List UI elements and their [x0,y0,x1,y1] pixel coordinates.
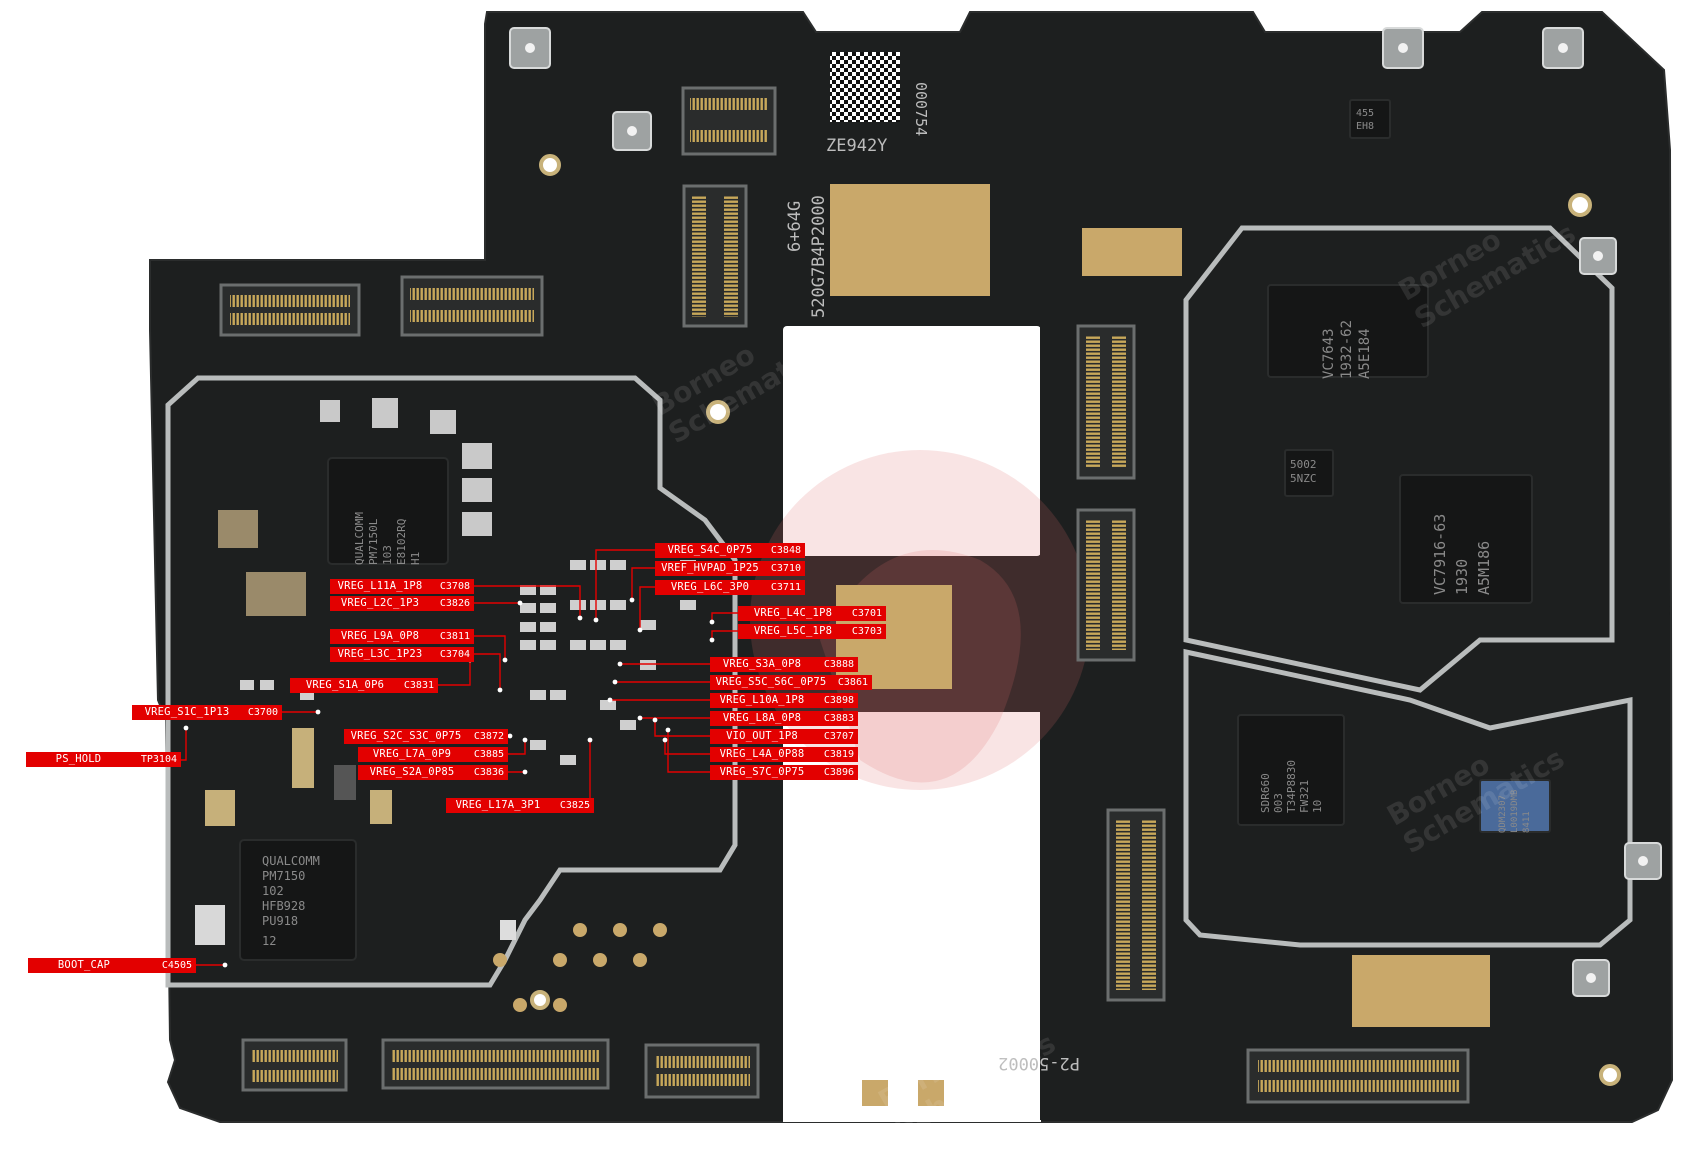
passive-components [195,398,516,945]
gold-pads [830,184,1490,1106]
svg-text:E8102RQ: E8102RQ [395,519,408,565]
chip-455-text: 455 EH8 [1356,108,1374,132]
shield-frame-right-bottom [1183,648,1633,948]
svg-text:T34P8830: T34P8830 [1285,760,1298,813]
svg-text:VC7643: VC7643 [1321,328,1337,379]
svg-text:1932-62: 1932-62 [1339,320,1355,379]
silk-memory: 6+64G [785,201,805,252]
svg-text:A5M186: A5M186 [1475,541,1493,595]
svg-text:A5E184: A5E184 [1357,328,1373,379]
svg-text:FW321: FW321 [1298,780,1311,813]
svg-text:QUALCOMM: QUALCOMM [353,512,366,565]
chip-vc7916-text: VC7916-63 1930 A5M186 [1431,514,1493,595]
svg-text:12: 12 [262,934,276,948]
leader-dots [183,597,715,968]
svg-text:L0019DMB: L0019DMB [1510,790,1520,833]
chip-sdr660-text: SDR660 003 T34P8830 FW321 10 [1259,760,1324,813]
board-cutout [783,326,1041,556]
svg-text:EH8: EH8 [1356,121,1374,132]
svg-text:102: 102 [262,884,284,898]
svg-text:SDR660: SDR660 [1259,773,1272,813]
svg-text:5NZC: 5NZC [1290,472,1317,485]
svg-text:1930: 1930 [1453,559,1471,595]
silk-qr-number: 000754 [912,82,930,136]
shield-frame-right-top [1183,225,1615,693]
svg-text:PM7150L: PM7150L [367,518,380,565]
shield-frame-left [165,375,738,988]
silk-serial: 520G7B4P2000 [809,195,829,318]
svg-text:10: 10 [1311,800,1324,813]
svg-text:8411: 8411 [1522,811,1532,833]
connector-pins [230,98,1460,1092]
chip-qdm-text: QDM2307 L0019DMB 8411 [1498,790,1532,833]
svg-text:QUALCOMM: QUALCOMM [262,854,320,868]
silk-board-rev: P2-50002 [998,1053,1080,1073]
svg-text:103: 103 [381,545,394,565]
svg-text:455: 455 [1356,108,1374,119]
test-pads [493,923,667,1012]
svg-text:QDM2307: QDM2307 [1498,795,1508,833]
board-cutout [783,712,1041,1122]
capacitor-grid [240,560,696,765]
svg-text:5002: 5002 [1290,458,1317,471]
svg-text:H1: H1 [409,552,422,565]
ic-packages [239,99,1551,961]
chip-vc7643-text: VC7643 1932-62 A5E184 [1321,320,1373,379]
chip-pmic-top-text: QUALCOMM PM7150L 103 E8102RQ H1 [353,512,422,565]
svg-text:HFB928: HFB928 [262,899,305,913]
svg-text:PU918: PU918 [262,914,298,928]
silk-board-code: ZE942Y [826,136,887,156]
chip-5002-text: 5002 5NZC [1290,458,1317,485]
svg-text:003: 003 [1272,793,1285,813]
chip-pmic-bottom-text: QUALCOMM PM7150 102 HFB928 PU918 12 [262,854,320,948]
svg-text:PM7150: PM7150 [262,869,305,883]
qr-code [830,52,900,122]
svg-text:VC7916-63: VC7916-63 [1431,514,1449,595]
